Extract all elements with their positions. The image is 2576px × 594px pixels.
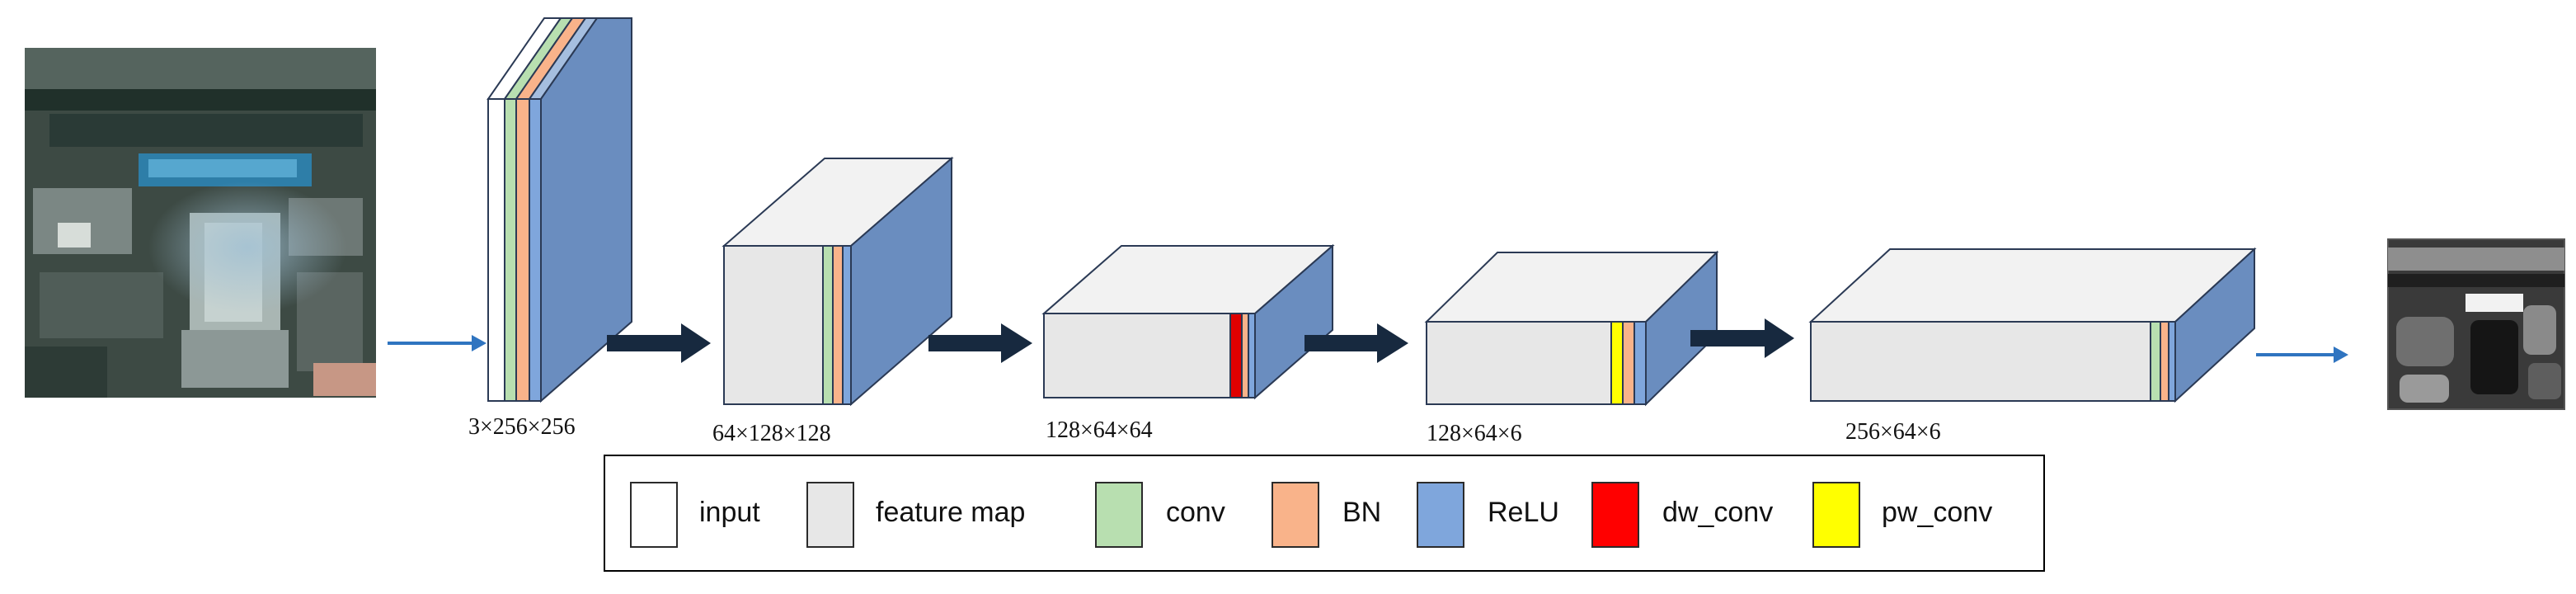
block-3 — [1424, 250, 1719, 407]
block-1 — [722, 156, 954, 407]
legend-label-bn: BN — [1342, 497, 1382, 528]
dim-label-block-4: 256×64×6 — [1845, 419, 1941, 445]
dim-label-block-3: 128×64×6 — [1427, 421, 1522, 446]
dim-label-block-1: 64×128×128 — [712, 421, 831, 446]
output-segmentation-map — [2387, 238, 2565, 410]
legend-swatch-conv — [1095, 482, 1143, 548]
dim-label-input: 3×256×256 — [468, 414, 576, 440]
arrow-block-3-to-block-4 — [1690, 318, 1794, 358]
arrow-block-1-to-block-2 — [928, 323, 1032, 363]
legend-swatch-dw-conv — [1591, 482, 1639, 548]
legend-swatch-relu — [1417, 482, 1464, 548]
legend-swatch-feature-map — [806, 482, 854, 548]
arrow-image-to-input — [388, 335, 487, 351]
block-4 — [1808, 247, 2257, 403]
legend-label-dw-conv: dw_conv — [1662, 497, 1774, 528]
arrow-input-to-block-1 — [607, 323, 711, 363]
legend-label-feature-map: feature map — [876, 497, 1026, 528]
input-satellite-image — [25, 48, 376, 398]
legend-swatch-bn — [1272, 482, 1319, 548]
legend-swatch-input — [630, 482, 678, 548]
legend-label-pw-conv: pw_conv — [1882, 497, 1993, 528]
legend: input feature map conv BN ReLU dw_conv p… — [604, 455, 2045, 572]
legend-label-conv: conv — [1166, 497, 1225, 528]
legend-swatch-pw-conv — [1812, 482, 1860, 548]
arrow-block-4-to-output — [2256, 346, 2348, 363]
dim-label-block-2: 128×64×64 — [1046, 417, 1153, 443]
block-2 — [1041, 243, 1335, 400]
legend-label-relu: ReLU — [1488, 497, 1559, 528]
block-input — [487, 17, 632, 403]
legend-label-input: input — [699, 497, 760, 528]
arrow-block-2-to-block-3 — [1304, 323, 1408, 363]
